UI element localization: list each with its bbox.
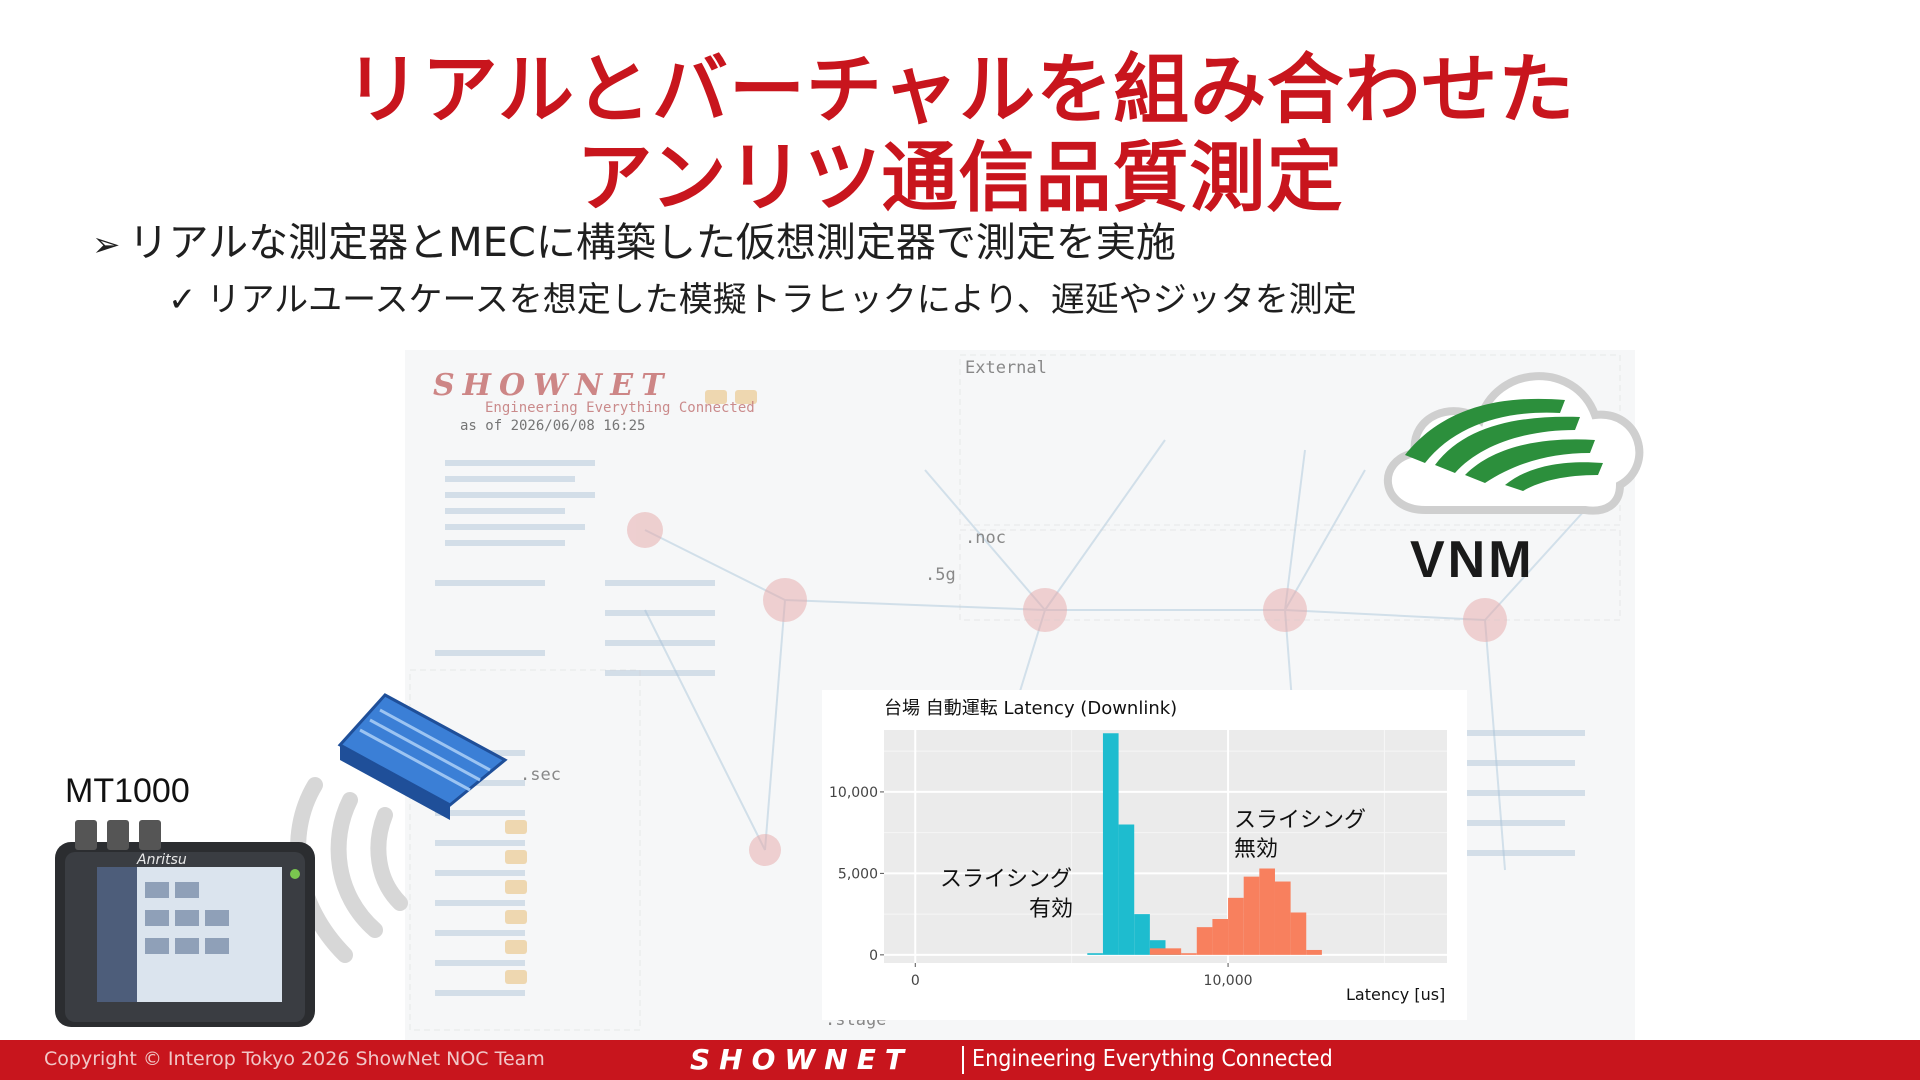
chart-bars <box>1087 733 1322 955</box>
diagram-label-noc: .noc <box>965 528 1006 548</box>
cloud-icon <box>1384 372 1644 515</box>
histogram-bar-series-0 <box>1102 733 1119 955</box>
device-label: MT1000 <box>65 772 190 810</box>
annotation-slicing-disabled-line2: 無効 <box>1234 837 1278 862</box>
histogram-bar-series-0 <box>1087 953 1103 955</box>
footer-brand: SHOWNET <box>690 1043 913 1076</box>
slide-title: リアルとバーチャルを組み合わせた アンリツ通信品質測定 <box>0 46 1920 222</box>
check-bullet-icon: ✓ <box>168 280 197 320</box>
slide-title-line1: リアルとバーチャルを組み合わせた <box>344 45 1576 134</box>
bullet-level1-text: リアルな測定器とMECに構築した仮想測定器で測定を実施 <box>128 220 1176 266</box>
x-tick-label: 0 <box>911 973 920 989</box>
histogram-bar-series-0 <box>1118 824 1135 955</box>
histogram-bar-series-0 <box>1134 914 1150 955</box>
histogram-bar-series-1 <box>1212 919 1229 955</box>
mt1000-device-icon: Anritsu <box>55 820 315 1027</box>
histogram-bar-series-1 <box>1181 953 1197 955</box>
histogram-bar-series-1 <box>1306 949 1322 955</box>
bullet-level1: ➢リアルな測定器とMECに構築した仮想測定器で測定を実施 <box>92 210 1176 268</box>
diagram-label-5g: .5g <box>925 565 956 585</box>
footer-tagline: Engineering Everything Connected <box>972 1046 1333 1072</box>
arrow-bullet-icon: ➢ <box>92 225 121 265</box>
histogram-bar-series-1 <box>1243 876 1260 955</box>
diagram-label-sec: .sec <box>520 765 561 785</box>
histogram-bar-series-1 <box>1274 881 1291 955</box>
histogram-bar-series-1 <box>1149 948 1166 955</box>
x-tick-label: 10,000 <box>1204 973 1253 989</box>
histogram-bar-series-1 <box>1290 912 1307 955</box>
latency-chart-svg: 0 5,000 10,000 0 10,000 台場 自動運転 Latency (Dow… <box>829 698 1447 1004</box>
footer-separator <box>962 1046 964 1074</box>
chart-x-axis-label: Latency [us] <box>1346 985 1445 1004</box>
diagram-brand: SHOWNET <box>433 368 672 403</box>
vnm-logo: VNM <box>1410 531 1535 589</box>
y-tick-label: 5,000 <box>838 866 878 882</box>
diagram-subtitle: Engineering Everything Connected <box>485 400 755 416</box>
histogram-bar-series-1 <box>1165 948 1182 955</box>
annotation-slicing-enabled-line1: スライシング <box>940 867 1072 892</box>
bullet-level2: ✓リアルユースケースを想定した模擬トラヒックにより、遅延やジッタを測定 <box>168 272 1357 321</box>
device-brand: Anritsu <box>136 852 187 868</box>
y-tick-label: 0 <box>869 948 878 964</box>
slide-title-line2: アンリツ通信品質測定 <box>576 133 1344 222</box>
bullet-level2-text: リアルユースケースを想定した模擬トラヒックにより、遅延やジッタを測定 <box>206 280 1357 320</box>
y-tick-label: 10,000 <box>829 785 878 801</box>
footer-copyright: Copyright © Interop Tokyo 2026 ShowNet N… <box>44 1048 545 1070</box>
diagram-date: as of 2026/06/08 16:25 <box>460 418 646 434</box>
histogram-bar-series-1 <box>1228 897 1244 955</box>
diagram-label-external: External <box>965 358 1047 378</box>
annotation-slicing-disabled-line1: スライシング <box>1234 808 1366 833</box>
chart-plot-background <box>884 730 1447 963</box>
annotation-slicing-enabled-line2: 有効 <box>1029 897 1073 922</box>
histogram-bar-series-1 <box>1259 868 1275 955</box>
chart-title: 台場 自動運転 Latency (Downlink) <box>884 698 1177 719</box>
footer-bar: Copyright © Interop Tokyo 2026 ShowNet N… <box>0 1040 1920 1080</box>
histogram-bar-series-1 <box>1196 927 1213 955</box>
latency-chart: 0 5,000 10,000 0 10,000 台場 自動運転 Latency (Dow… <box>822 690 1467 1020</box>
chart-ticks: 0 5,000 10,000 0 10,000 <box>829 785 1253 989</box>
